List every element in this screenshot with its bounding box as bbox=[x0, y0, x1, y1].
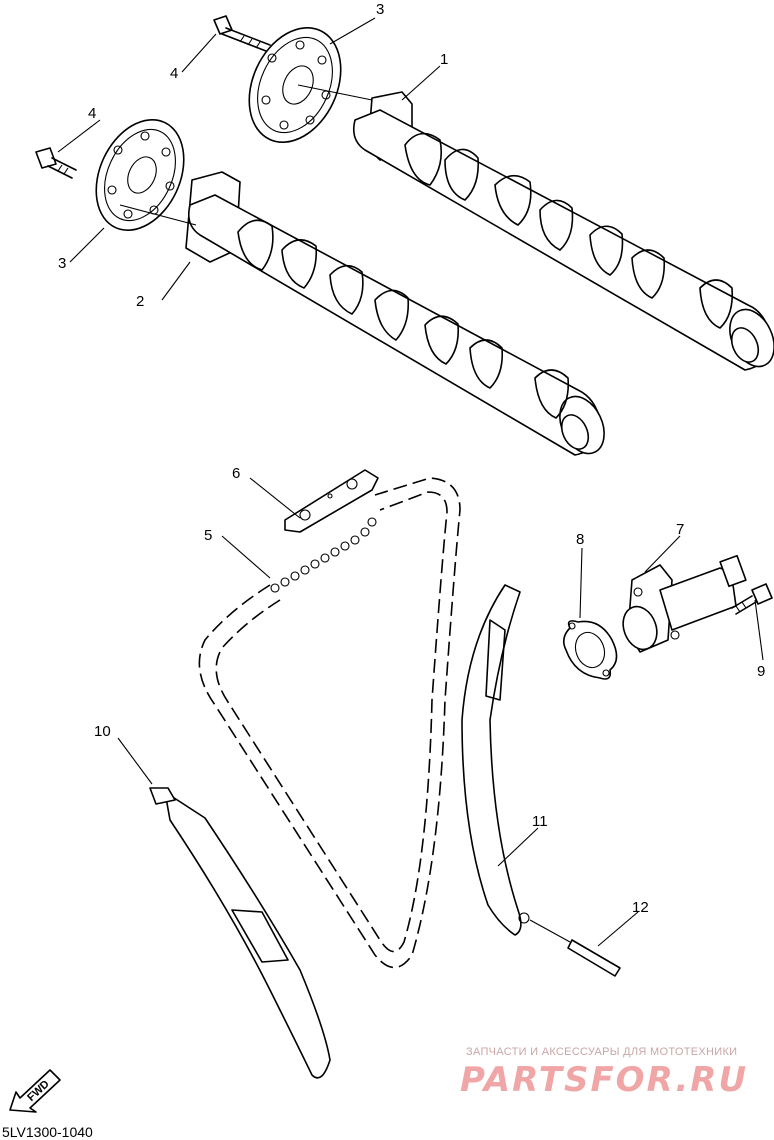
callout-7: 7 bbox=[676, 521, 684, 538]
cam-sprocket-upper[interactable] bbox=[232, 13, 373, 157]
callout-12: 12 bbox=[632, 899, 649, 916]
chain-guide-front[interactable] bbox=[461, 584, 530, 936]
cam-chain[interactable] bbox=[198, 477, 461, 969]
callout-5: 5 bbox=[204, 527, 212, 544]
tensioner-bolt[interactable] bbox=[731, 583, 773, 615]
callout-10: 10 bbox=[94, 723, 111, 740]
camshaft-2[interactable] bbox=[185, 171, 613, 461]
chain-guide-rear[interactable] bbox=[149, 787, 331, 1079]
callout-6: 6 bbox=[232, 465, 240, 482]
callout-1: 1 bbox=[440, 51, 448, 68]
callout-3-lower: 3 bbox=[58, 255, 66, 272]
chain-guide-stopper[interactable] bbox=[284, 469, 379, 533]
callout-numbers: 1 2 3 3 4 4 5 6 7 8 9 10 11 12 bbox=[58, 1, 765, 916]
forward-arrow-icon: FWD bbox=[9, 1069, 61, 1113]
diagram-code: 5LV1300-1040 bbox=[2, 1124, 93, 1140]
callout-2: 2 bbox=[136, 293, 144, 310]
callout-9: 9 bbox=[757, 663, 765, 680]
callout-8: 8 bbox=[576, 531, 584, 548]
cam-sprocket-lower[interactable] bbox=[79, 106, 201, 245]
camshaft-1[interactable] bbox=[352, 91, 774, 374]
callout-11: 11 bbox=[532, 813, 548, 830]
tensioner-gasket[interactable] bbox=[562, 620, 618, 680]
bolt-lower[interactable] bbox=[35, 147, 77, 179]
watermark-subtitle: ЗАПЧАСТИ И АКСЕССУАРЫ ДЛЯ МОТОТЕХНИКИ bbox=[466, 1046, 738, 1058]
callout-4-upper: 4 bbox=[170, 65, 178, 82]
guide-pin[interactable] bbox=[529, 919, 621, 977]
leader-lines bbox=[57, 17, 764, 947]
watermark-brand: PARTSFOR.RU bbox=[460, 1060, 749, 1100]
chain-tensioner[interactable] bbox=[617, 554, 747, 654]
callout-4-lower: 4 bbox=[88, 105, 96, 122]
callout-3-upper: 3 bbox=[376, 1, 384, 18]
bolt-upper[interactable] bbox=[213, 15, 271, 52]
